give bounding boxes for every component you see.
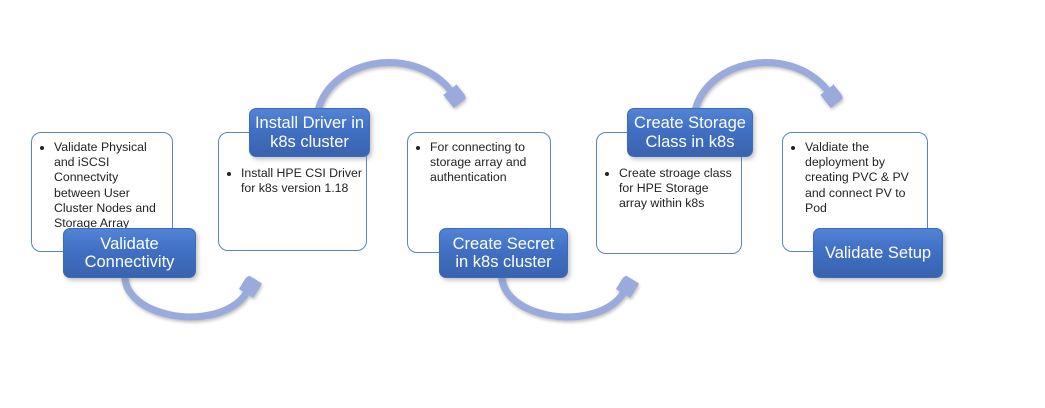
step-4-bullet: Create stroage class for HPE Storage arr… xyxy=(619,166,737,212)
step-4-title-box: Create Storage Class in k8s xyxy=(627,108,753,157)
step-5-bullet-list: Valdiate the deployment by creating PVC … xyxy=(783,133,927,216)
step-5-bullet: Valdiate the deployment by creating PVC … xyxy=(805,140,923,216)
step-4-title: Create Storage Class in k8s xyxy=(634,114,746,151)
step-5-title: Validate Setup xyxy=(824,243,932,262)
flow-arrow-3-4-icon xyxy=(498,262,624,321)
step-1-title: Validate Connectivity xyxy=(84,234,175,271)
step-1-bullet-list: Validate Physical and iSCSI Connectvity … xyxy=(32,133,172,231)
flow-arrow-1-2-icon xyxy=(121,262,247,321)
step-4-bullet-list: Create stroage class for HPE Storage arr… xyxy=(597,133,741,212)
step-3-title-box: Create Secret in k8s cluster xyxy=(439,228,568,278)
step-2-title-box: Install Driver in k8s cluster xyxy=(249,108,370,157)
flow-arrow-4-5-icon xyxy=(690,59,828,120)
step-2-title: Install Driver in k8s cluster xyxy=(254,114,365,151)
step-3-bullet-list: For connecting to storage array and auth… xyxy=(408,133,550,186)
step-2-bullet-list: Install HPE CSI Driver for k8s version 1… xyxy=(219,133,366,196)
step-1-bullet: Validate Physical and iSCSI Connectvity … xyxy=(54,140,168,231)
step-1-description-box: Validate Physical and iSCSI Connectvity … xyxy=(31,132,173,252)
step-3-title: Create Secret in k8s cluster xyxy=(452,234,555,271)
step-3-bullet: For connecting to storage array and auth… xyxy=(430,140,546,186)
step-5-title-box: Validate Setup xyxy=(813,228,943,278)
step-1-title-box: Validate Connectivity xyxy=(63,228,196,278)
flow-arrow-2-3-icon xyxy=(313,59,451,120)
step-2-bullet: Install HPE CSI Driver for k8s version 1… xyxy=(241,166,362,196)
